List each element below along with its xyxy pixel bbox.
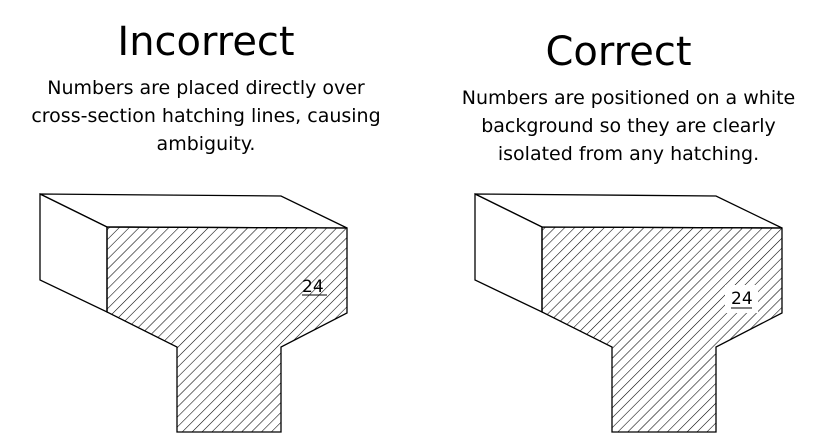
cross-section-hatched	[106, 226, 348, 433]
dimension-label-overlapping: 24	[302, 277, 324, 297]
correct-description: Numbers are positioned on a white backgr…	[461, 87, 796, 165]
dimension-label-isolated: 24	[731, 289, 753, 309]
incorrect-title: Incorrect	[117, 19, 295, 65]
correct-t-beam-diagram: 24	[474, 192, 783, 433]
cross-section-hatched	[541, 226, 783, 433]
correct-panel: Correct Numbers are positioned on a whit…	[412, 0, 825, 434]
incorrect-panel: Incorrect Numbers are placed directly ov…	[0, 0, 412, 434]
incorrect-description: Numbers are placed directly over cross-s…	[31, 77, 381, 155]
correct-title: Correct	[545, 29, 692, 75]
incorrect-t-beam-diagram: 24	[39, 192, 348, 433]
